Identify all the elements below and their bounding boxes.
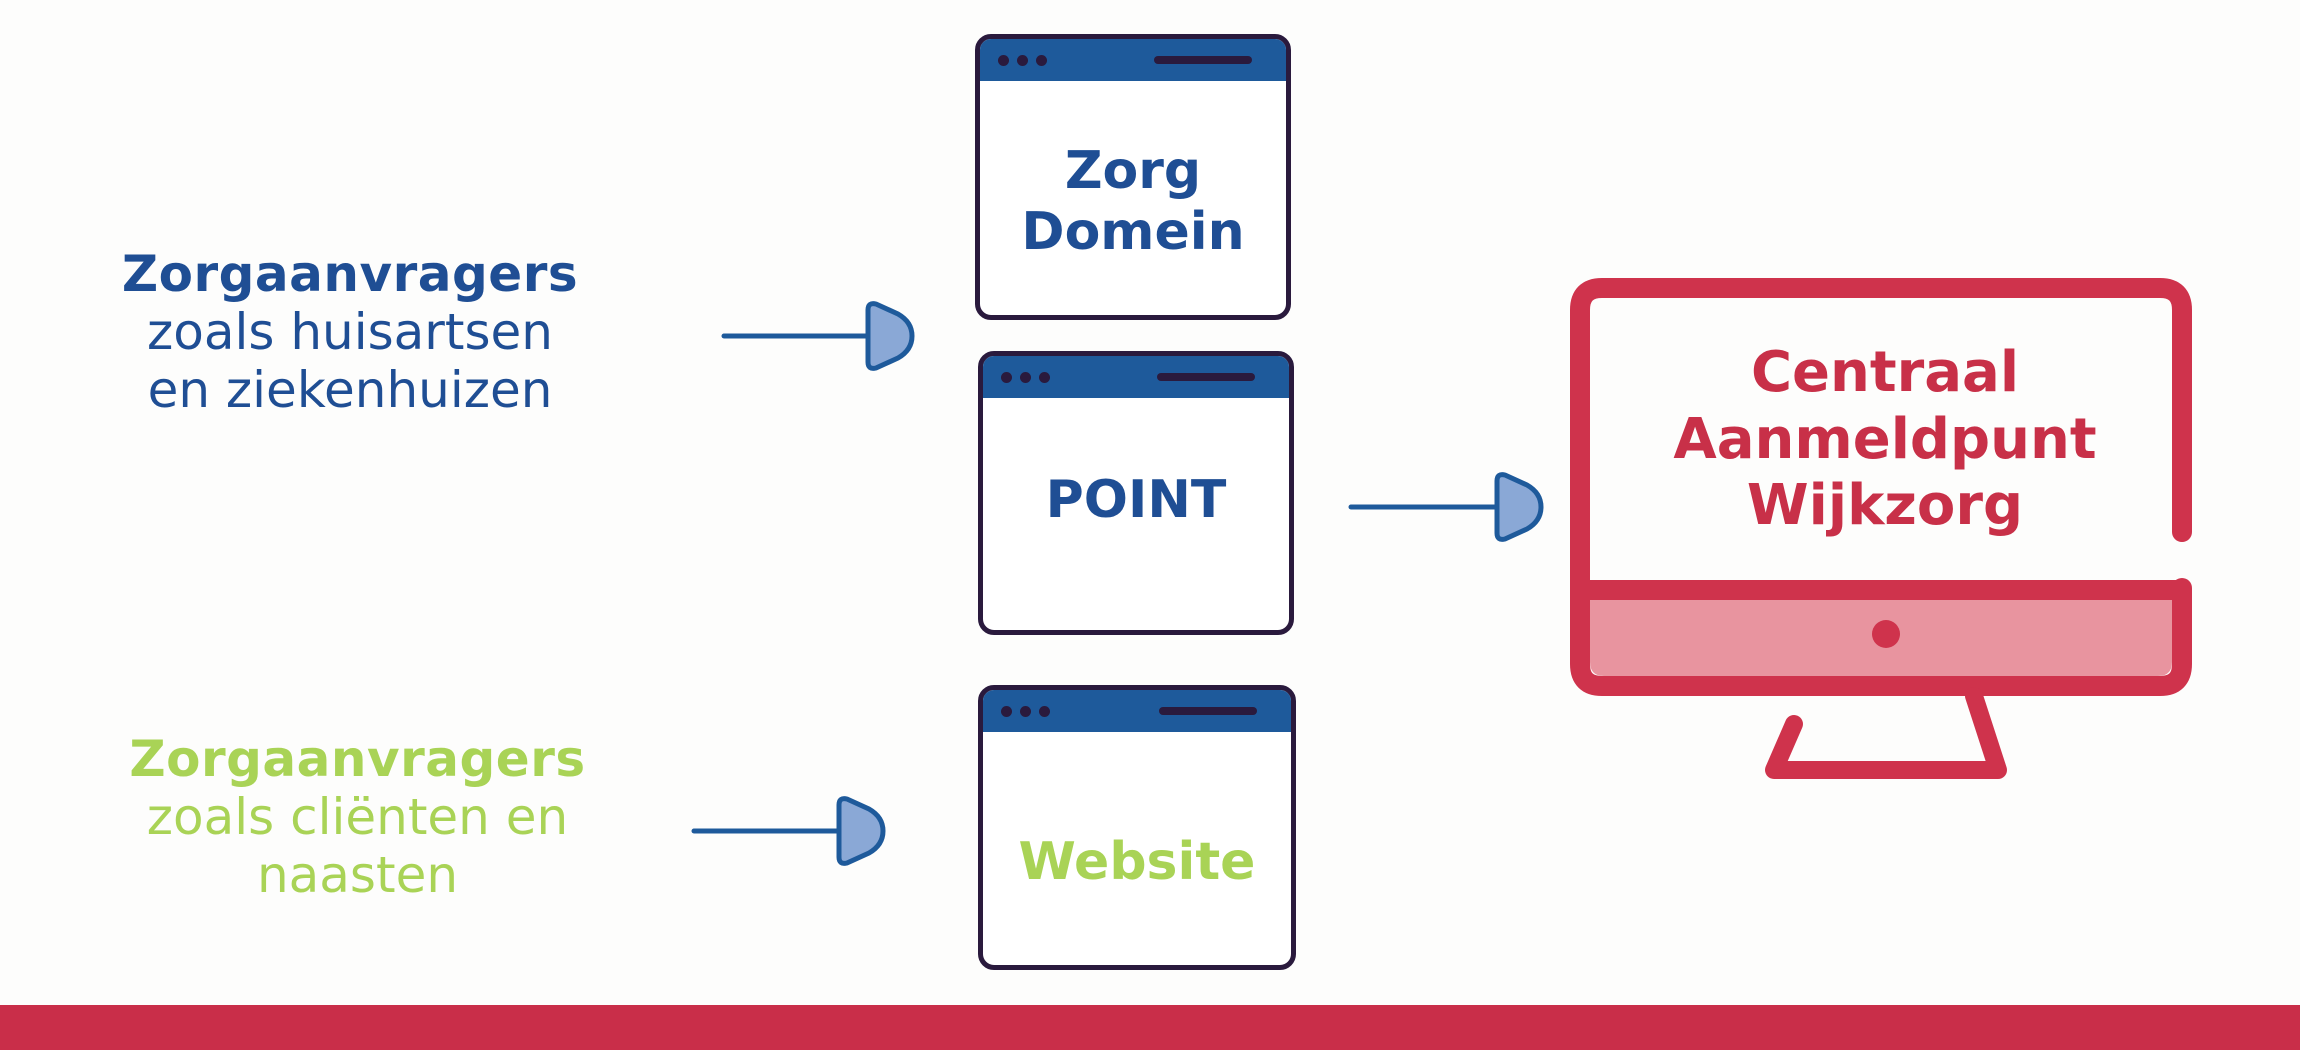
window-address-bar: [1157, 373, 1255, 381]
arrow-right-icon: [721, 301, 915, 371]
window-dots-icon: [1001, 372, 1050, 383]
requesters-professional-title: Zorgaanvragers: [121, 245, 579, 303]
point-window: POINT: [978, 351, 1294, 635]
window-dots-icon: [998, 55, 1047, 66]
requesters-client: Zorgaanvragers zoals cliënten en naasten: [85, 730, 630, 904]
zorgdomein-window: Zorg Domein: [975, 34, 1291, 320]
arrow-right-icon: [1348, 472, 1544, 542]
website-window: Website: [978, 685, 1296, 970]
central-registration-label: Centraal Aanmeldpunt Wijkzorg: [1620, 340, 2150, 540]
window-address-bar: [1154, 56, 1252, 64]
zorgdomein-label: Zorg Domein: [980, 141, 1286, 264]
requesters-professional-line2: en ziekenhuizen: [147, 361, 553, 419]
window-address-bar: [1159, 707, 1257, 715]
window-titlebar: [980, 39, 1286, 81]
point-label: POINT: [1045, 470, 1227, 530]
central-line2: Aanmeldpunt: [1673, 406, 2097, 472]
power-button-icon: [1872, 620, 1900, 648]
window-dots-icon: [1001, 706, 1050, 717]
zorgdomein-label-line2: Domein: [1021, 202, 1245, 263]
requesters-client-line2: naasten: [256, 846, 459, 904]
requesters-professional: Zorgaanvragers zoals huisartsen en zieke…: [90, 245, 610, 419]
requesters-client-title: Zorgaanvragers: [129, 730, 586, 788]
arrow-right-icon: [691, 796, 886, 866]
central-line1: Centraal: [1750, 340, 2020, 405]
window-titlebar: [983, 690, 1291, 732]
central-line3: Wijkzorg: [1746, 473, 2024, 539]
footer-band: [0, 1005, 2300, 1050]
window-titlebar: [983, 356, 1289, 398]
requesters-client-line1: zoals cliënten en: [146, 788, 569, 846]
requesters-professional-line1: zoals huisartsen: [147, 303, 553, 361]
desktop-monitor-icon: [1570, 278, 2192, 779]
website-label: Website: [1018, 832, 1256, 892]
zorgdomein-label-line1: Zorg: [1064, 141, 1202, 201]
